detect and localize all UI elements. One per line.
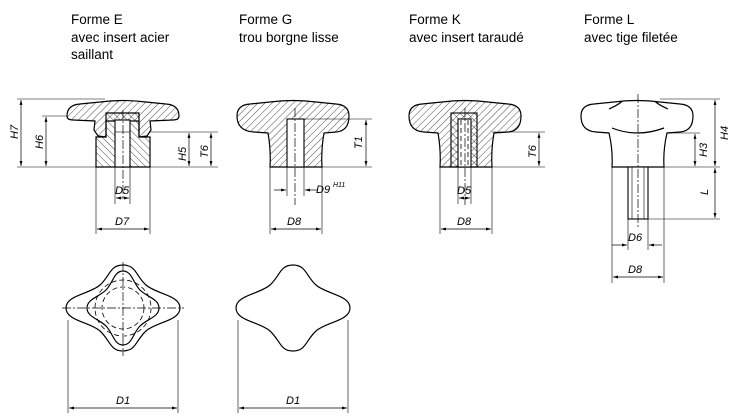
dim-d6-label: D6 [628,232,643,244]
dim-h4-label: H4 [719,126,731,140]
form-l-title: Forme L avec tige filetée [584,11,678,46]
dim-t1-label: T1 [353,136,365,149]
form-e-title: Forme E avec insert acier saillant [71,11,169,64]
form-l-line-1: avec tige filetée [584,29,678,45]
dim-d8-label-g: D8 [287,216,302,228]
form-g-top-view [235,264,351,413]
dim-h3-label: H3 [698,142,710,157]
dim-h5-label: H5 [177,146,189,161]
form-l-name: Forme L [584,12,635,27]
form-l-side-view [580,94,720,283]
form-e-side-view [17,98,218,234]
form-g-side-view [236,99,372,234]
dim-d7-label: D7 [115,216,130,228]
dim-h7-label: H7 [9,124,21,139]
dim-t6-label-e: T6 [199,144,211,158]
form-k-name: Forme K [409,12,461,27]
form-k-line-1: avec insert taraudé [409,29,524,45]
dim-d5-label-k: D5 [457,185,472,197]
dim-d1-label-g: D1 [286,395,300,407]
dim-h6-label: H6 [34,134,46,149]
dim-l-label: L [699,189,711,195]
form-g-line-1: trou borgne lisse [239,29,339,45]
form-e-line-2: saillant [71,47,114,62]
dim-d9-tolerance: H11 [333,182,345,189]
form-e-top-view [62,262,184,413]
dim-d5-label-e: D5 [115,185,130,197]
form-k-side-view [408,99,545,234]
dim-t6-label-k: T6 [527,144,539,158]
form-g-title: Forme G trou borgne lisse [239,11,339,46]
form-g-name: Forme G [239,12,293,27]
dim-d1-label-e: D1 [116,395,130,407]
form-e-name: Forme E [71,12,123,27]
form-k-title: Forme K avec insert taraudé [409,11,524,46]
dim-d9-label: D9 [316,184,330,196]
dim-d8-label-l: D8 [628,264,643,276]
dim-d8-label-k: D8 [457,216,472,228]
form-e-line-1: avec insert acier [71,29,170,45]
